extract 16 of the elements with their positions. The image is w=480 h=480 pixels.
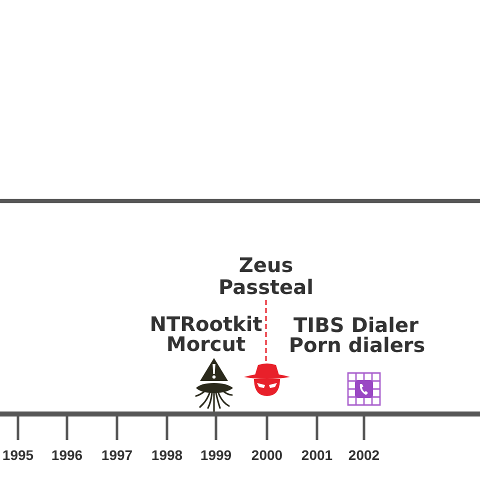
year-label: 2000 bbox=[251, 447, 283, 463]
spy-icon bbox=[243, 362, 291, 396]
year-label: 2001 bbox=[301, 447, 333, 463]
malware-name: Porn dialers bbox=[288, 334, 426, 356]
leader-line bbox=[265, 300, 267, 362]
year-label: 1998 bbox=[151, 447, 183, 463]
year-label: 1999 bbox=[200, 447, 232, 463]
malware-name: Zeus bbox=[238, 253, 294, 277]
year-label: 1995 bbox=[2, 447, 34, 463]
malware-name: NTRootkit bbox=[150, 313, 262, 335]
year-label: 1997 bbox=[101, 447, 133, 463]
malware-name: Morcut bbox=[166, 333, 246, 355]
malware-name: Passteal bbox=[218, 275, 314, 299]
year-label: 2002 bbox=[348, 447, 380, 463]
year-label: 1996 bbox=[51, 447, 83, 463]
malware-name: TIBS Dialer bbox=[294, 314, 418, 336]
